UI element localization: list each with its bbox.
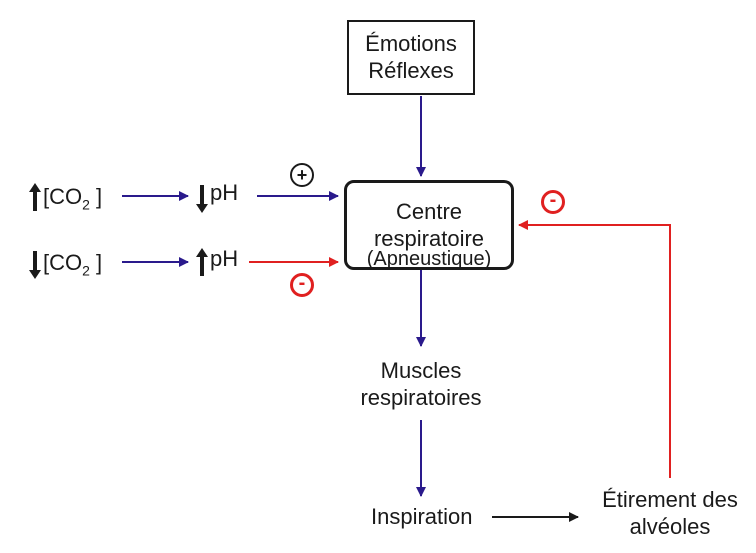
apneustique-label: (Apneustique) bbox=[366, 248, 492, 270]
muscles-label: Muscles bbox=[380, 358, 462, 383]
co2-up-close: ] bbox=[89, 184, 103, 209]
co2-down-text: [CO bbox=[43, 250, 83, 275]
centre-respiratoire-box bbox=[344, 180, 514, 270]
co2-down-subscript: 2 bbox=[82, 262, 90, 279]
minus-sign-etirement: - bbox=[541, 190, 565, 214]
co2-down-label: [CO2 ] bbox=[43, 250, 102, 283]
reflexes-label: Réflexes bbox=[368, 58, 454, 83]
etirement-label: Étirement des bbox=[602, 487, 738, 512]
alveoles-label: alvéoles bbox=[629, 514, 711, 539]
co2-up-subscript: 2 bbox=[82, 196, 90, 213]
arrow-etirement-feedback-to-centre bbox=[518, 220, 671, 478]
up-arrow-icon bbox=[196, 248, 208, 282]
respiratoires-label: respiratoires bbox=[360, 385, 482, 410]
up-arrow-icon bbox=[29, 183, 41, 217]
down-arrow-icon bbox=[29, 251, 41, 285]
emotions-reflexes-box bbox=[347, 20, 475, 95]
down-arrow-icon bbox=[196, 185, 208, 219]
emotions-label: Émotions bbox=[365, 31, 457, 56]
ph-up-label: pH bbox=[210, 246, 239, 271]
minus-sign-ph: - bbox=[290, 273, 314, 297]
inspiration-label: Inspiration bbox=[371, 504, 473, 529]
co2-up-text: [CO bbox=[43, 184, 83, 209]
co2-down-close: ] bbox=[89, 250, 103, 275]
co2-up-label: [CO2 ] bbox=[43, 184, 102, 217]
plus-sign: + bbox=[290, 163, 314, 187]
ph-down-label: pH bbox=[210, 180, 239, 205]
centre-label: Centre bbox=[395, 199, 463, 224]
respiratoire-label: respiratoire bbox=[373, 226, 485, 251]
